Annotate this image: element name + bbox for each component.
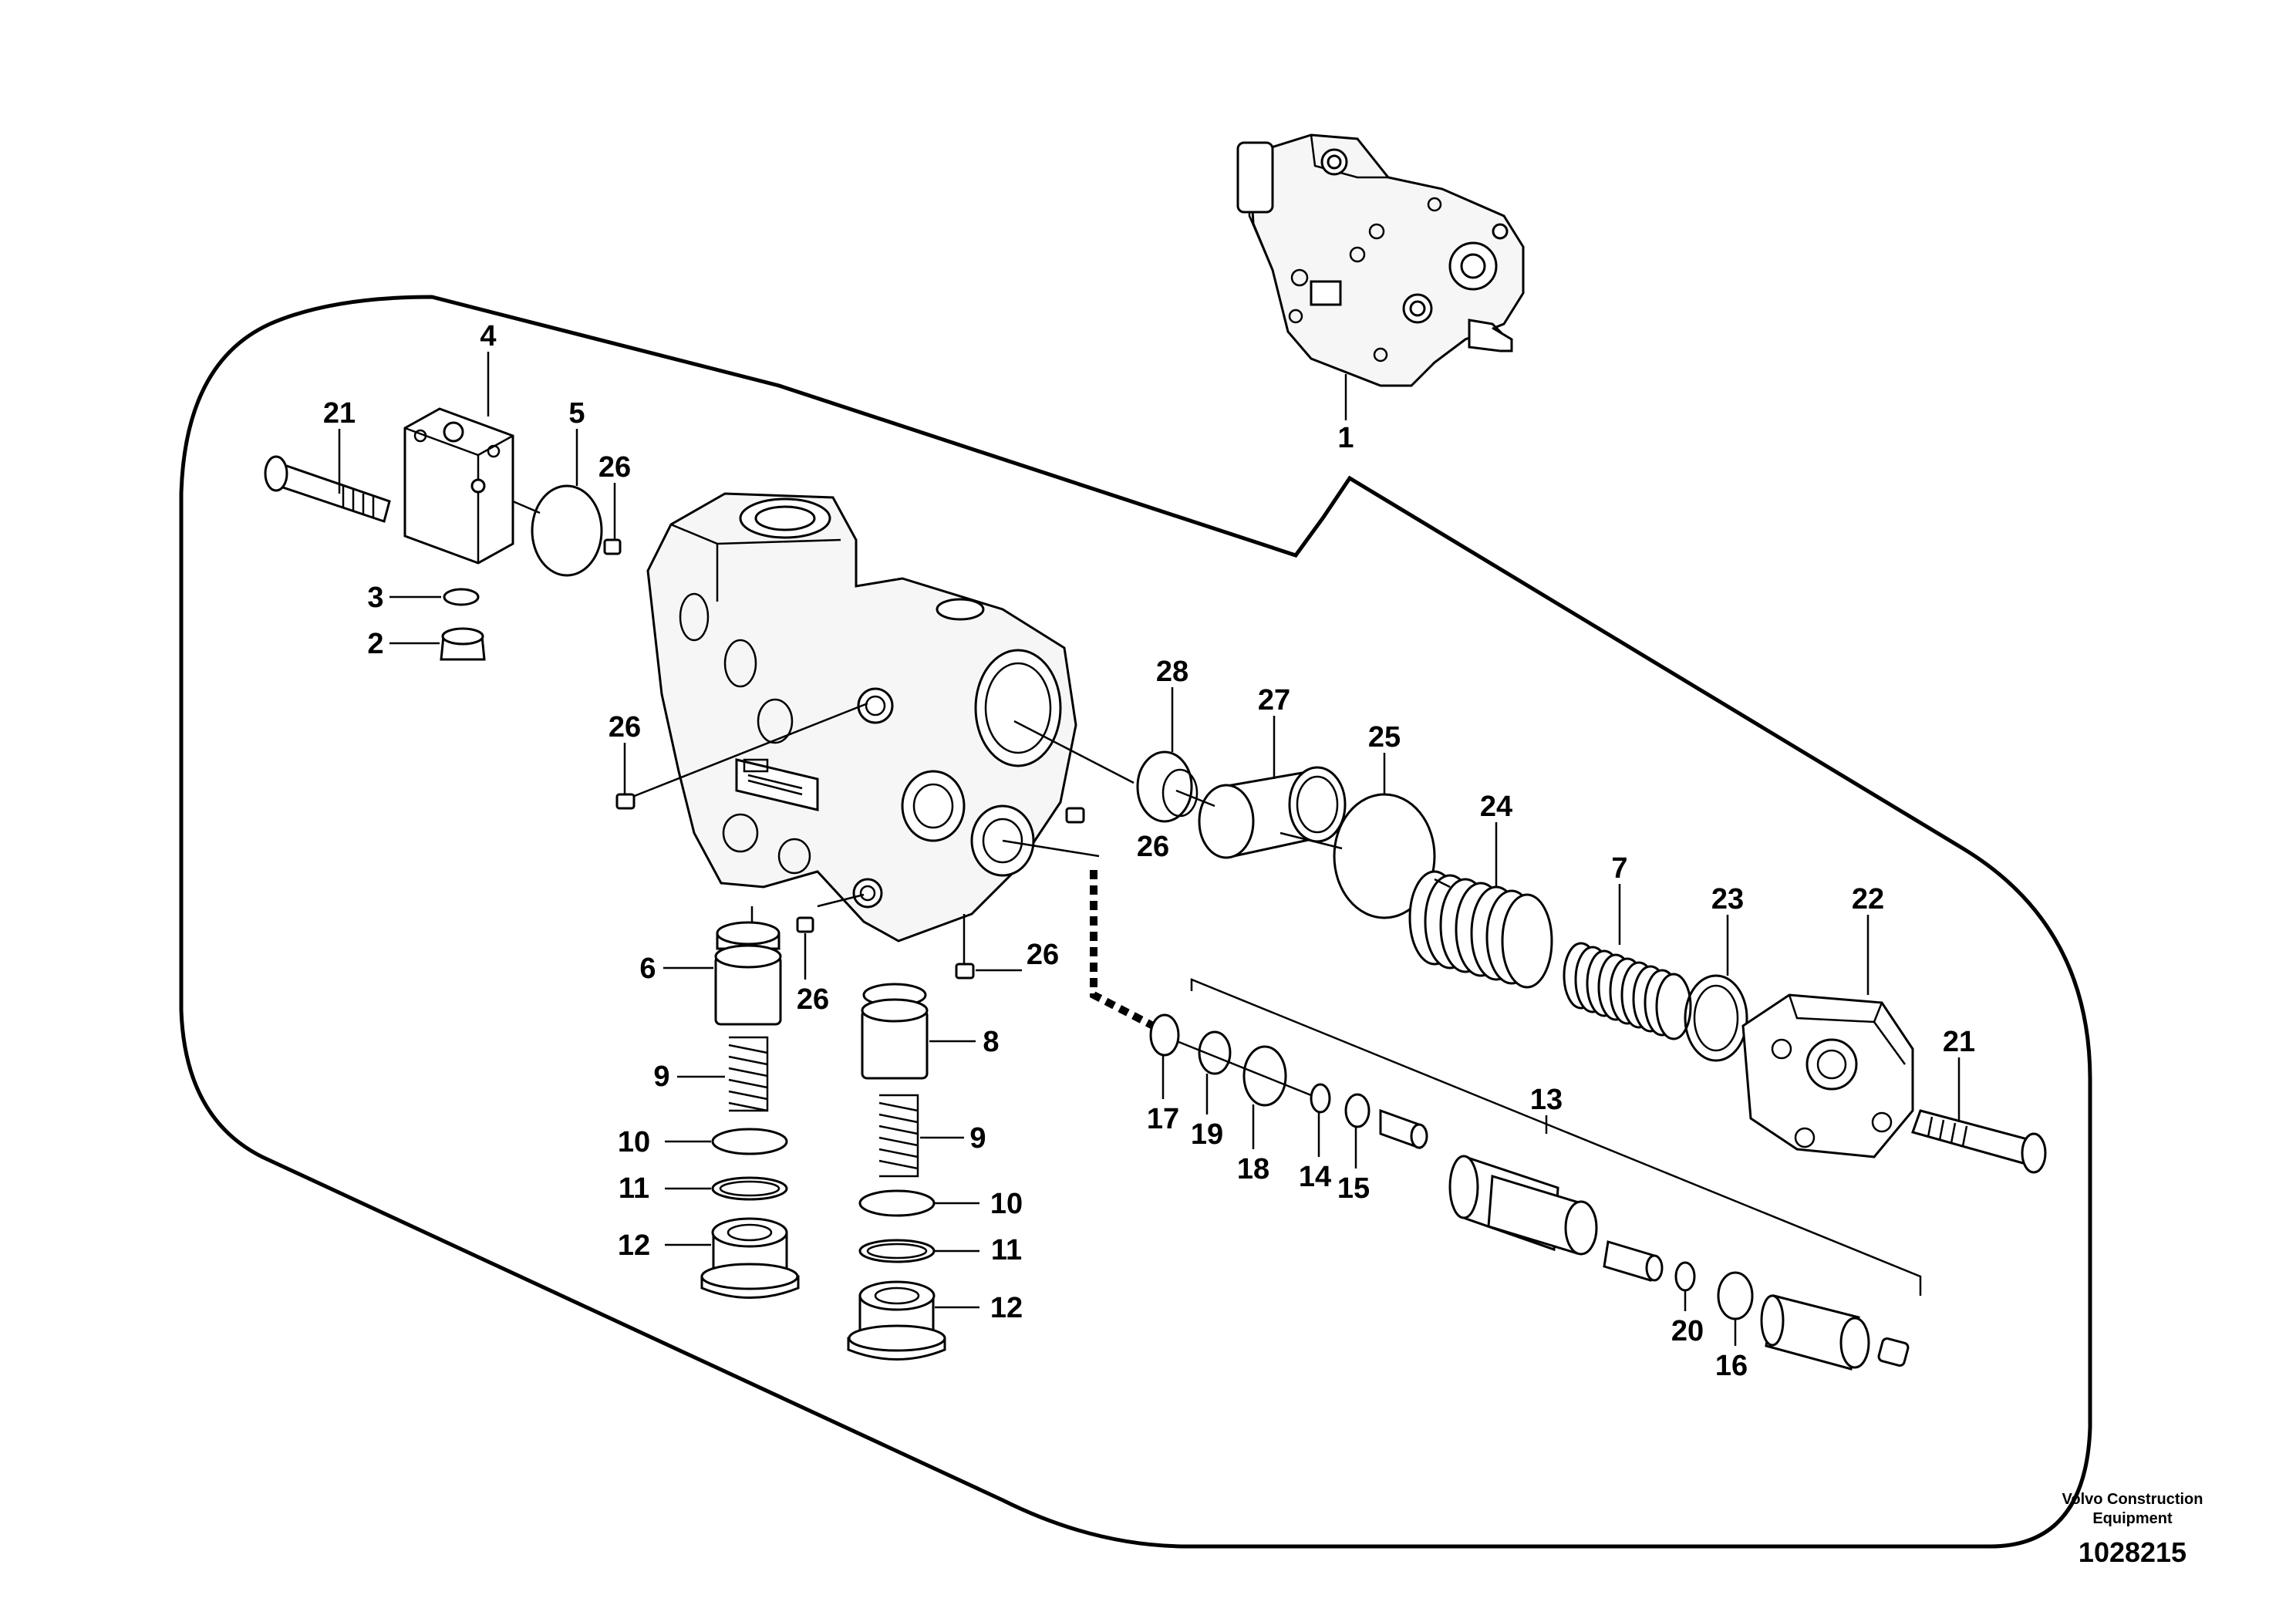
callout-21-upper: 21 — [323, 397, 356, 430]
callout-21-right: 21 — [1943, 1026, 1975, 1058]
callouts: 1 21 4 5 26 3 2 26 28 27 25 24 7 23 22 2… — [323, 320, 1975, 1382]
callout-26-top: 26 — [598, 451, 631, 484]
valve-assembly-overview — [1236, 133, 1525, 387]
callout-18: 18 — [1237, 1153, 1269, 1185]
bolt-upper-left — [264, 455, 391, 523]
plug-26-top — [603, 538, 622, 555]
callout-24: 24 — [1480, 791, 1512, 823]
brand-block: Volvo Construction Equipment 1028215 — [2062, 1491, 2203, 1568]
callout-11-right: 11 — [991, 1234, 1022, 1266]
brand-line-1: Volvo Construction — [2062, 1491, 2203, 1508]
document-number: 1028215 — [2079, 1536, 2186, 1568]
callout-26-lower-mid: 26 — [797, 983, 829, 1016]
callout-26-right: 26 — [1137, 831, 1169, 863]
callout-28: 28 — [1156, 656, 1188, 688]
callout-25: 25 — [1368, 721, 1401, 754]
callout-5: 5 — [568, 397, 585, 430]
callout-14: 14 — [1299, 1161, 1331, 1193]
assembly-boundary — [179, 295, 2092, 1549]
callout-3: 3 — [367, 582, 383, 614]
callout-10-left: 10 — [618, 1126, 650, 1158]
callout-10-right: 10 — [990, 1188, 1023, 1220]
brand-line-2: Equipment — [2092, 1510, 2173, 1527]
dashed-link — [1090, 870, 1155, 1030]
callout-19: 19 — [1191, 1118, 1223, 1151]
callout-16: 16 — [1715, 1350, 1748, 1382]
left-stack — [700, 921, 800, 1299]
callout-13: 13 — [1530, 1084, 1563, 1116]
callout-26-left: 26 — [609, 711, 641, 744]
callout-8: 8 — [983, 1026, 999, 1058]
o-ring-5 — [531, 484, 603, 577]
valve-body — [646, 492, 1077, 943]
plug-26-right — [1065, 807, 1085, 824]
callout-11-left: 11 — [619, 1172, 649, 1205]
callout-6: 6 — [639, 953, 656, 985]
callout-9-left: 9 — [653, 1061, 669, 1093]
spring-train — [1136, 750, 2047, 1174]
callout-12-left: 12 — [618, 1229, 650, 1262]
callout-12-right: 12 — [990, 1292, 1023, 1324]
callout-2: 2 — [367, 628, 383, 660]
group-13-cartridge — [1149, 978, 1922, 1371]
callout-4: 4 — [480, 320, 496, 352]
o-ring-3 — [443, 588, 480, 606]
callout-23: 23 — [1711, 883, 1744, 916]
callout-1: 1 — [1337, 422, 1354, 454]
plug-26-lower-right — [955, 963, 975, 980]
callout-7: 7 — [1611, 852, 1627, 885]
cover-block-4 — [403, 407, 514, 565]
plug-26-lower-mid — [796, 916, 814, 933]
callout-20: 20 — [1671, 1315, 1704, 1347]
callout-17: 17 — [1147, 1103, 1179, 1135]
callout-27: 27 — [1258, 684, 1290, 717]
callout-26-lower-right: 26 — [1027, 939, 1059, 971]
plug-26-left — [615, 793, 636, 810]
callout-9-right: 9 — [969, 1122, 986, 1155]
callout-22: 22 — [1852, 883, 1884, 916]
callout-15: 15 — [1337, 1172, 1370, 1205]
right-stack — [847, 983, 946, 1361]
